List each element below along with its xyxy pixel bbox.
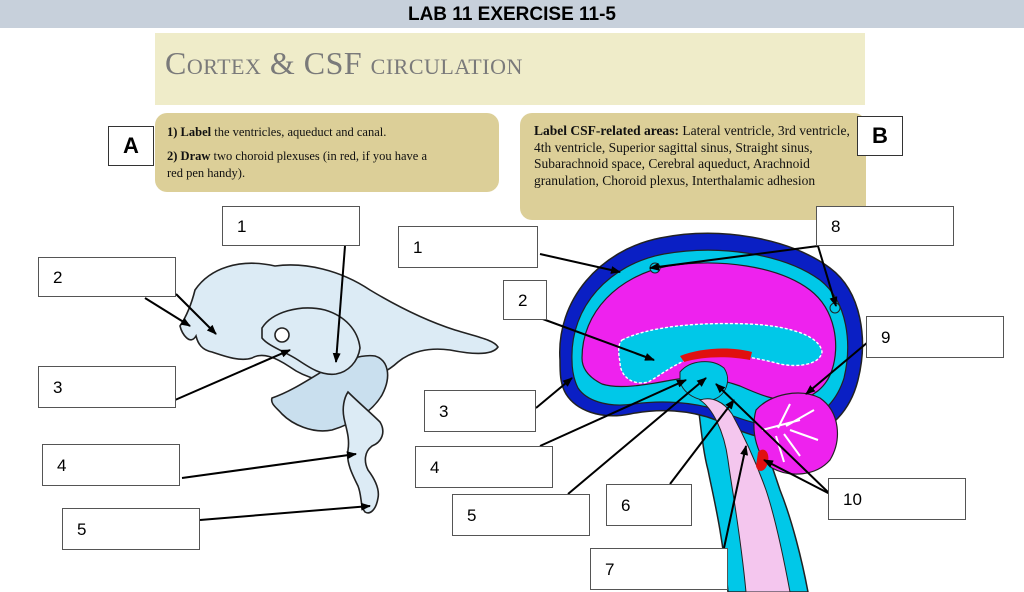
leader-b7: [723, 445, 749, 549]
leader-b10b: [715, 383, 831, 495]
label-box-b9[interactable]: 9: [866, 316, 1004, 358]
title-banner: Cortex & CSF circulation: [155, 33, 865, 105]
leader-b2: [539, 317, 655, 361]
instruction-a-label-verb: 1) Label: [167, 125, 212, 139]
leader-lines-b: [535, 245, 869, 549]
leader-b4: [539, 379, 687, 447]
instruction-b-heading: Label CSF-related areas:: [534, 123, 679, 138]
label-box-a3[interactable]: 3: [38, 366, 176, 408]
leader-b5: [567, 377, 707, 495]
leader-a5: [199, 502, 371, 521]
instruction-a-label-text: the ventricles, aqueduct and canal.: [211, 125, 387, 139]
arbor-vitae-shape: [761, 403, 819, 463]
instruction-a-line2: 2) Draw two choroid plexuses (in red, if…: [167, 148, 427, 165]
brain-diagram-b: [559, 232, 864, 592]
choroid-plexus-b-shape: [680, 348, 752, 362]
brainstem-inner-shape: [698, 398, 791, 592]
leader-b6: [669, 399, 735, 485]
label-box-b7[interactable]: 7: [590, 548, 728, 590]
instructions-a: 1) Label the ventricles, aqueduct and ca…: [155, 113, 499, 192]
page-title: Cortex & CSF circulation: [165, 45, 523, 81]
letter-box-b: B: [857, 116, 903, 156]
instructions-b: Label CSF-related areas: Lateral ventric…: [520, 113, 866, 220]
interthalamic-adhesion-shape: [274, 327, 290, 343]
label-box-b6[interactable]: 6: [606, 484, 692, 526]
label-box-a2[interactable]: 2: [38, 257, 176, 297]
instruction-a-line1: 1) Label the ventricles, aqueduct and ca…: [167, 124, 386, 141]
label-box-b10[interactable]: 10: [828, 478, 966, 520]
label-box-b1[interactable]: 1: [398, 226, 538, 268]
leader-b10a: [763, 459, 831, 495]
instruction-b-list: Lateral ventricle, 3rd ventricle, 4th ve…: [534, 123, 850, 188]
label-box-a1[interactable]: 1: [222, 206, 360, 246]
header-bar: [0, 0, 1024, 28]
label-box-b2[interactable]: 2: [503, 280, 547, 320]
leader-b3: [535, 377, 573, 409]
instruction-a-draw-text: two choroid plexuses (in red, if you hav…: [210, 149, 427, 163]
label-box-b8[interactable]: 8: [816, 206, 954, 246]
leader-b1: [539, 253, 621, 274]
leader-a4: [181, 451, 357, 479]
label-box-b5[interactable]: 5: [452, 494, 590, 536]
leader-b9: [805, 341, 869, 395]
label-box-a5[interactable]: 5: [62, 508, 200, 550]
leader-a2b: [175, 293, 217, 335]
leader-b8b: [817, 245, 838, 307]
label-box-a4[interactable]: 4: [42, 444, 180, 486]
leader-b8a: [649, 245, 819, 271]
leader-a1: [332, 245, 346, 363]
fourth-ventricle-shape: [342, 390, 384, 514]
label-box-b4[interactable]: 4: [415, 446, 553, 488]
leader-lines-a: [144, 245, 371, 521]
instruction-a-line3: red pen handy).: [167, 166, 246, 180]
instruction-a-draw-verb: 2) Draw: [167, 149, 211, 163]
instruction-b-text: Label CSF-related areas: Lateral ventric…: [534, 123, 856, 189]
leader-a2: [144, 297, 191, 327]
page-header-title: LAB 11 EXERCISE 11-5: [407, 4, 617, 25]
leader-a3: [174, 349, 291, 401]
letter-box-a: A: [108, 126, 154, 166]
label-box-b3[interactable]: 3: [424, 390, 536, 432]
